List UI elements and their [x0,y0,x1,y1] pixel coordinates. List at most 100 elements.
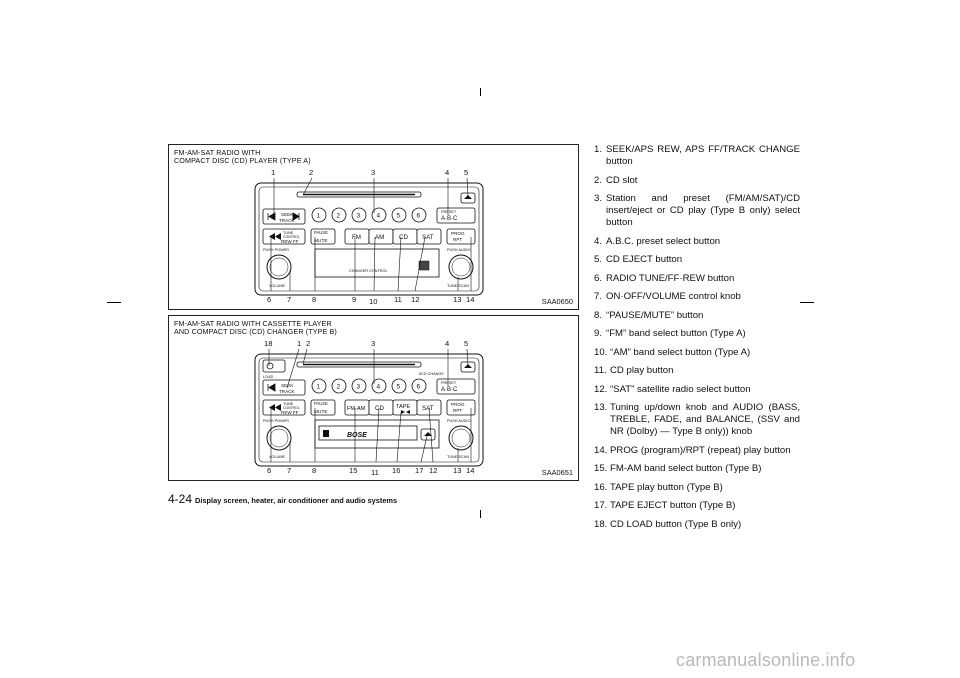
svg-text:17: 17 [415,466,423,475]
svg-text:SAT: SAT [422,405,434,412]
svg-text:RPT: RPT [453,408,462,413]
svg-text:CONTROL: CONTROL [283,235,300,239]
crop-mark-top [480,88,481,96]
tune-ffrew-button-a[interactable] [262,228,306,245]
svg-text:CONTROL: CONTROL [283,406,300,410]
prog-rpt-button-b[interactable] [446,399,476,416]
preset-6-button[interactable] [411,378,427,394]
tuning-audio-knob-b[interactable] [448,425,474,451]
svg-text:VOLUME: VOLUME [269,284,286,288]
svg-text:VOLUME: VOLUME [269,455,286,459]
svg-text:12: 12 [411,295,419,304]
svg-text:11: 11 [371,468,379,477]
svg-text:6: 6 [417,384,421,391]
seek-button-b[interactable] [262,379,306,396]
preset-buttons-b: 1 2 3 4 5 6 [311,378,427,394]
svg-text:15: 15 [349,466,357,475]
svg-text:TUNE: TUNE [283,402,294,406]
preset-5-button[interactable] [391,378,407,394]
preset-6-button[interactable] [411,207,427,223]
svg-text:13: 13 [453,295,461,304]
preset-4-button[interactable] [371,378,387,394]
figure-type-a: FM-AM-SAT RADIO WITH COMPACT DISC (CD) P… [168,144,579,310]
svg-text:1: 1 [317,213,321,220]
volume-knob-a[interactable] [266,254,292,280]
svg-text:1: 1 [317,384,321,391]
pause-mute-button-a[interactable] [310,228,336,245]
abc-preset-button-a[interactable] [436,207,476,224]
preset-1-button[interactable] [311,207,327,223]
watermark-text: carmanualsonline.info [676,650,856,670]
list-item: 15.FM-AM band select button (Type B) [594,463,762,474]
svg-text:18: 18 [264,339,272,348]
svg-text:REW FF: REW FF [281,410,299,415]
preset-2-button[interactable] [331,207,347,223]
svg-text:3: 3 [371,168,375,177]
sat-button-b[interactable] [416,399,442,416]
svg-text:1: 1 [271,168,275,177]
svg-text:11: 11 [394,295,402,304]
svg-text:3: 3 [357,384,361,391]
preset-1-button[interactable] [311,378,327,394]
svg-text:CD: CD [375,405,384,412]
svg-text:PAUSE: PAUSE [314,401,328,406]
svg-text:PRESET: PRESET [441,210,457,214]
svg-text:PUSH POWER: PUSH POWER [263,419,289,423]
list-item: 3.Station and preset (FM/AM/SAT)/CD inse… [594,193,800,228]
svg-text:MUTE: MUTE [314,238,328,244]
svg-text:14: 14 [466,295,474,304]
svg-text:1: 1 [297,339,301,348]
cd-load-button-b[interactable] [262,359,286,373]
preset-3-button[interactable] [351,378,367,394]
seek-button-a[interactable] [262,208,306,225]
list-item: 16.TAPE play button (Type B) [594,481,723,493]
list-item: 14.PROG (program)/RPT (repeat) play butt… [594,444,791,456]
list-item: 11.CD play button [594,365,674,376]
sat-button-a[interactable] [416,228,442,245]
figure-b-code: SAA0651 [541,468,573,477]
callouts-top-a: 1 2 3 4 5 [271,168,468,177]
tuning-audio-knob-a[interactable] [448,254,474,280]
svg-text:4: 4 [377,384,381,391]
svg-text:PAUSE: PAUSE [314,230,328,235]
callouts-top-b: 18 1 2 3 4 5 [264,339,468,348]
svg-text:2: 2 [306,339,310,348]
preset-buttons-a: 1 2 3 4 5 6 [311,207,427,223]
radio-diagram-b: LOAD 6CD CHANGE SEEK TRACK 1 2 3 [254,339,484,477]
prog-rpt-button-a[interactable] [446,228,476,245]
svg-text:PRESET: PRESET [441,381,457,385]
crop-mark-right [800,302,814,303]
svg-text:4: 4 [445,168,449,177]
svg-text:4: 4 [377,213,381,220]
figure-a-title: FM-AM-SAT RADIO WITH COMPACT DISC (CD) P… [174,148,311,166]
svg-text:CHANGER: CHANGER [349,269,368,273]
preset-4-button[interactable] [371,207,387,223]
svg-text:6: 6 [417,213,421,220]
figure-type-b: FM-AM-SAT RADIO WITH CASSETTE PLAYER AND… [168,315,579,481]
svg-text:2: 2 [337,384,341,391]
svg-text:13: 13 [453,466,461,475]
svg-text:TRACK: TRACK [279,218,296,223]
svg-text:6: 6 [267,466,271,475]
pause-mute-button-b[interactable] [310,399,336,416]
preset-2-button[interactable] [331,378,347,394]
list-item: 4.A.B.C. preset select button [594,235,721,247]
section-title: Display screen, heater, air conditioner … [195,496,398,505]
radio-diagram-a: SEEK TRACK 1 2 3 4 5 6 PRESET A·B·C [254,168,484,306]
tune-ffrew-button-b[interactable] [262,399,306,416]
svg-text:16: 16 [392,466,400,475]
figure-b-title: FM-AM-SAT RADIO WITH CASSETTE PLAYER AND… [174,319,337,337]
svg-text:5: 5 [397,384,401,391]
abc-preset-button-b[interactable] [436,378,476,395]
svg-text:SEEK: SEEK [281,212,294,217]
svg-text:9: 9 [352,295,356,304]
preset-3-button[interactable] [351,207,367,223]
callouts-bottom-b: 6 7 8 15 11 16 17 12 13 14 [267,466,474,477]
list-item: 18.CD LOAD button (Type B only) [594,518,742,530]
svg-text:8: 8 [312,466,316,475]
preset-5-button[interactable] [391,207,407,223]
svg-text:3: 3 [357,213,361,220]
list-item: 13.Tuning up/down knob and AUDIO (BASS, … [594,402,800,437]
volume-knob-b[interactable] [266,425,292,451]
list-item: 2.CD slot [594,174,638,186]
